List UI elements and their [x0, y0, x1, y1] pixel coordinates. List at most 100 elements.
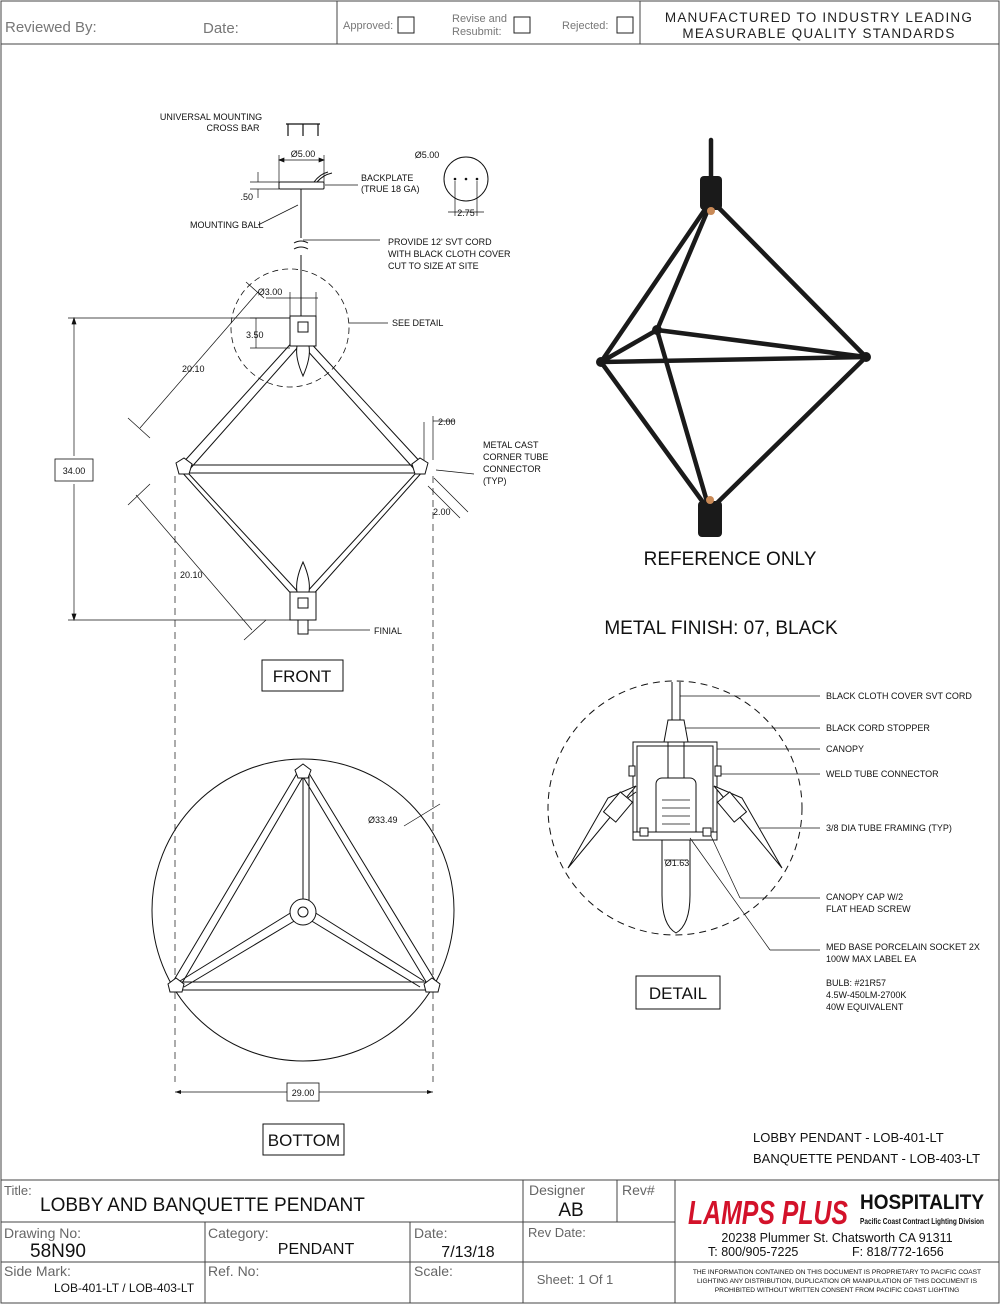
cross-bar-label-2: CROSS BAR	[206, 123, 260, 133]
drawing-no-value: 58N90	[30, 1241, 86, 1262]
revise-checkbox[interactable]	[513, 16, 531, 34]
corner-connectors	[175, 457, 429, 475]
model-line-2: BANQUETTE PENDANT - LOB-403-LT	[753, 1151, 980, 1166]
rev-date-label: Rev Date:	[528, 1225, 586, 1240]
detail-view	[547, 680, 803, 936]
height-dimension	[68, 316, 290, 622]
pendant-frame-front	[179, 337, 425, 599]
company-address: 20238 Plummer St. Chatsworth CA 91311	[721, 1231, 952, 1245]
designer-value: AB	[558, 1200, 583, 1221]
company-phone: T: 800/905-7225	[708, 1245, 798, 1259]
metal-finish-label: METAL FINISH: 07, BLACK	[604, 618, 838, 639]
callout-socket-1: MED BASE PORCELAIN SOCKET 2X	[826, 942, 980, 952]
ref-no-label: Ref. No:	[208, 1263, 259, 1279]
model-line-1: LOBBY PENDANT - LOB-401-LT	[753, 1130, 944, 1145]
designer-label: Designer	[529, 1182, 585, 1198]
mounting-ball-leader	[257, 204, 299, 226]
edge-dimension-bottom	[127, 483, 267, 641]
detail-leaders	[680, 695, 820, 951]
brand-logo: LAMPS PLUS	[688, 1194, 848, 1231]
revise-label-1: Revise and	[452, 13, 507, 25]
header-date-label: Date:	[203, 20, 239, 37]
title-label: Title:	[4, 1183, 32, 1198]
title-block	[1, 1179, 999, 1303]
backplate-top-dia: Ø5.00	[415, 150, 440, 160]
side-mark-label: Side Mark:	[4, 1263, 71, 1279]
connector-dim-bottom: 2.00	[433, 507, 451, 517]
connector-dimension	[423, 416, 475, 519]
bottom-width-box	[286, 1082, 320, 1102]
mounting-ball-label: MOUNTING BALL	[190, 220, 264, 230]
title-block-fields: Title: LOBBY AND BANQUETTE PENDANT Desig…	[4, 1182, 655, 1295]
reviewed-by-label: Reviewed By:	[5, 19, 97, 36]
bottom-label: BOTTOM	[268, 1131, 340, 1150]
cord-label-3: CUT TO SIZE AT SITE	[388, 261, 479, 271]
reference-only-label: REFERENCE ONLY	[644, 549, 817, 570]
edge-dim-bottom: 20.10	[180, 570, 203, 580]
brand-division: Pacific Coast Contract Lighting Division	[860, 1216, 984, 1226]
disclaimer-2: LIGHTING ANY DISTRIBUTION, DUPLICATION O…	[697, 1278, 978, 1285]
front-label-box	[261, 659, 344, 692]
backplate-label-2: (TRUE 18 GA)	[361, 184, 420, 194]
connector-label-4: (TYP)	[483, 476, 507, 486]
side-mark-value: LOB-401-LT / LOB-403-LT	[54, 1281, 195, 1295]
backplate-top-holes: 2.75	[457, 208, 475, 218]
height-dim: 34.00	[63, 466, 86, 476]
callout-cord-stopper: BLACK CORD STOPPER	[826, 723, 930, 733]
backplate-label-1: BACKPLATE	[361, 173, 413, 183]
approved-checkbox[interactable]	[397, 16, 415, 34]
sheet-value: Sheet: 1 Of 1	[537, 1272, 614, 1287]
brand-hospitality: HOSPITALITY	[860, 1191, 984, 1214]
socket-dia-dim: Ø1.63	[665, 858, 690, 868]
callout-cord: BLACK CLOTH COVER SVT CORD	[826, 691, 972, 701]
canopy-height-dim: 3.50	[246, 330, 264, 340]
callout-canopy: CANOPY	[826, 744, 864, 754]
cross-bar-label-1: UNIVERSAL MOUNTING	[160, 112, 262, 122]
bottom-canopy	[289, 560, 317, 635]
company-block: LAMPS PLUS HOSPITALITY Pacific Coast Con…	[688, 1191, 984, 1294]
top-canopy	[289, 315, 317, 378]
disclaimer-3: PROHIBITED WITHOUT WRITTEN CONSENT FROM …	[715, 1287, 960, 1294]
detail-label-box	[635, 975, 721, 1010]
mounting-cross-bar	[286, 123, 320, 136]
slogan-line-1: MANUFACTURED TO INDUSTRY LEADING	[665, 10, 973, 25]
rejected-checkbox[interactable]	[616, 16, 634, 34]
company-fax: F: 818/772-1656	[852, 1245, 944, 1259]
backplate-dia-dim: Ø5.00	[291, 149, 316, 159]
callout-bulb-2: 4.5W-450LM-2700K	[826, 990, 906, 1000]
approved-label: Approved:	[343, 20, 393, 32]
rev-label: Rev#	[622, 1182, 655, 1198]
height-dim-box	[54, 458, 94, 482]
rejected-label: Rejected:	[562, 20, 608, 32]
callout-cap-2: FLAT HEAD SCREW	[826, 904, 911, 914]
backplate-thick-dim: .50	[240, 192, 253, 202]
callout-tube-framing: 3/8 DIA TUBE FRAMING (TYP)	[826, 823, 952, 833]
reference-rendering	[596, 137, 871, 537]
see-detail-label: SEE DETAIL	[392, 318, 443, 328]
bottom-dia-dim: Ø33.49	[368, 815, 398, 825]
category-value: PENDANT	[278, 1241, 355, 1258]
detail-callout-circle	[230, 268, 350, 388]
backplate-dimension	[250, 155, 325, 198]
slogan-line-2: MEASURABLE QUALITY STANDARDS	[682, 26, 955, 41]
drawing-no-label: Drawing No:	[4, 1225, 81, 1241]
callout-socket-2: 100W MAX LABEL EA	[826, 954, 916, 964]
detail-label: DETAIL	[649, 984, 707, 1003]
connector-label-2: CORNER TUBE	[483, 452, 548, 462]
callout-weld-tube: WELD TUBE CONNECTOR	[826, 769, 939, 779]
callout-bulb-3: 40W EQUIVALENT	[826, 1002, 904, 1012]
title-value: LOBBY AND BANQUETTE PENDANT	[40, 1195, 365, 1216]
connector-dim-top: 2.00	[438, 417, 456, 427]
disclaimer-1: THE INFORMATION CONTAINED ON THIS DOCUME…	[693, 1269, 981, 1276]
canopy-dia-dim: Ø3.00	[258, 287, 283, 297]
edge-dimension-top	[127, 281, 265, 439]
edge-dim-top: 20.10	[182, 364, 205, 374]
cord-label-1: PROVIDE 12' SVT CORD	[388, 237, 492, 247]
bottom-width-dim: 29.00	[292, 1088, 315, 1098]
cord-label-2: WITH BLACK CLOTH COVER	[388, 249, 511, 259]
bottom-view	[151, 758, 455, 1094]
suspension-cord	[293, 189, 380, 316]
connector-label-3: CONNECTOR	[483, 464, 541, 474]
detail-callout-labels: BLACK CLOTH COVER SVT CORD BLACK CORD ST…	[826, 691, 980, 1012]
